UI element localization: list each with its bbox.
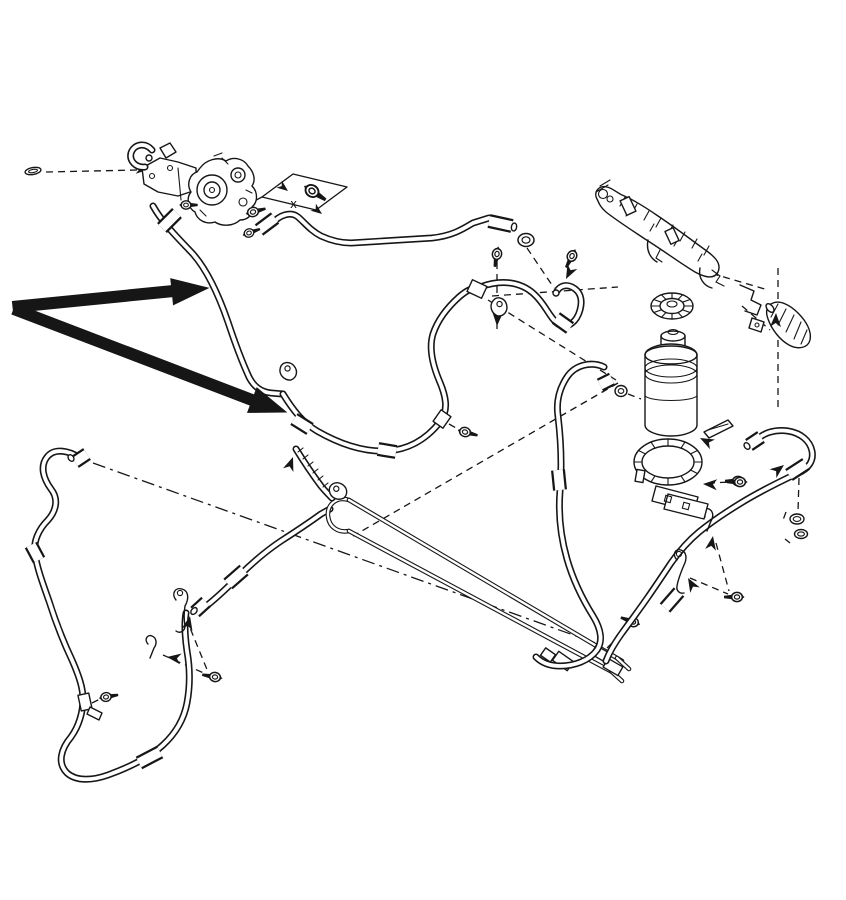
hose-open-end [67, 453, 75, 463]
hose-open-end [510, 222, 518, 232]
hose-tab-bracket [145, 634, 157, 659]
leader-oring-to-pump [45, 169, 139, 173]
leader-gear-right-2 [741, 305, 771, 331]
callout-arrow-lower-shaft [11, 303, 255, 406]
pointer-arrow-icon [683, 575, 700, 593]
pipe-clamp-block [539, 647, 557, 663]
bolt [489, 245, 504, 269]
pointer-arrow-icon [276, 180, 291, 195]
return-hose-lower-left [24, 451, 224, 779]
o-ring [24, 166, 42, 176]
callout-arrow-upper-head [170, 278, 210, 306]
reservoir-bracket-pin [703, 419, 734, 439]
marker-x: x [290, 197, 297, 211]
hose-hatching [297, 447, 329, 488]
clamp-nut [517, 232, 535, 248]
pump-mounting-bracket [141, 142, 197, 201]
reservoir-band-clamp [633, 438, 709, 520]
clamp-tab [86, 706, 103, 721]
leader-return-hose-to-pipes [92, 462, 605, 647]
banjo-fitting [127, 141, 156, 171]
leader-clamp-mid [448, 423, 459, 430]
tail-open-end [190, 606, 198, 616]
pointer-arrow-icon [561, 264, 578, 282]
steering-gear [595, 179, 812, 349]
bracket-hole [176, 589, 184, 597]
power-steering-pump: x [24, 141, 348, 240]
bolt [456, 425, 480, 441]
reservoir-hose [536, 364, 604, 666]
callout-arrow-lower-head [246, 387, 288, 413]
bracket-hole [675, 550, 683, 558]
bolt [726, 476, 748, 488]
leader-fork-to-bolt [689, 542, 730, 595]
bolt-detail-box-x: x [261, 173, 348, 218]
o-ring-pair [782, 511, 809, 544]
hose-clamp [77, 692, 93, 712]
leader-ubend-to-orings [797, 477, 800, 513]
cooler-pipes [190, 447, 642, 684]
leader-res-fitting [627, 393, 642, 400]
leader-reservoir-to-hairpin [352, 382, 619, 537]
pump-body [187, 152, 258, 226]
leader-clamp-bolt-bl [91, 698, 101, 704]
pressure-hose [153, 206, 581, 459]
bolt [200, 669, 224, 684]
dust-boot [765, 301, 812, 349]
reservoir-assembly [596, 292, 748, 520]
fitting-stud [552, 289, 560, 297]
gear-right-brackets [739, 284, 765, 333]
hose-bracket [488, 295, 510, 319]
pointer-arrow-icon [702, 478, 718, 491]
pointer-arrow-icon [283, 455, 299, 473]
hose-fork-bracket [673, 548, 687, 594]
hose-clamp [432, 409, 452, 429]
hose-clamp [466, 279, 488, 299]
callout-arrow-upper-shaft [11, 284, 175, 314]
leader-nut-to-hose [526, 247, 555, 289]
cap-ribs [650, 292, 694, 320]
callout-arrows [11, 278, 288, 413]
pointer-arrow-icon [769, 460, 788, 478]
leader-bracket-to-bolt-bl [162, 617, 209, 675]
bolt [98, 689, 120, 704]
suction-hose [254, 214, 535, 327]
hose-open-end [743, 441, 751, 451]
reservoir-cap [650, 292, 694, 320]
bolt [561, 247, 580, 271]
return-hose-right [606, 430, 812, 661]
reservoir-tank [644, 328, 698, 437]
hose-hook-bracket [173, 587, 189, 633]
reservoir-inlet-fittings [596, 372, 628, 398]
hose-bracket [277, 360, 299, 383]
